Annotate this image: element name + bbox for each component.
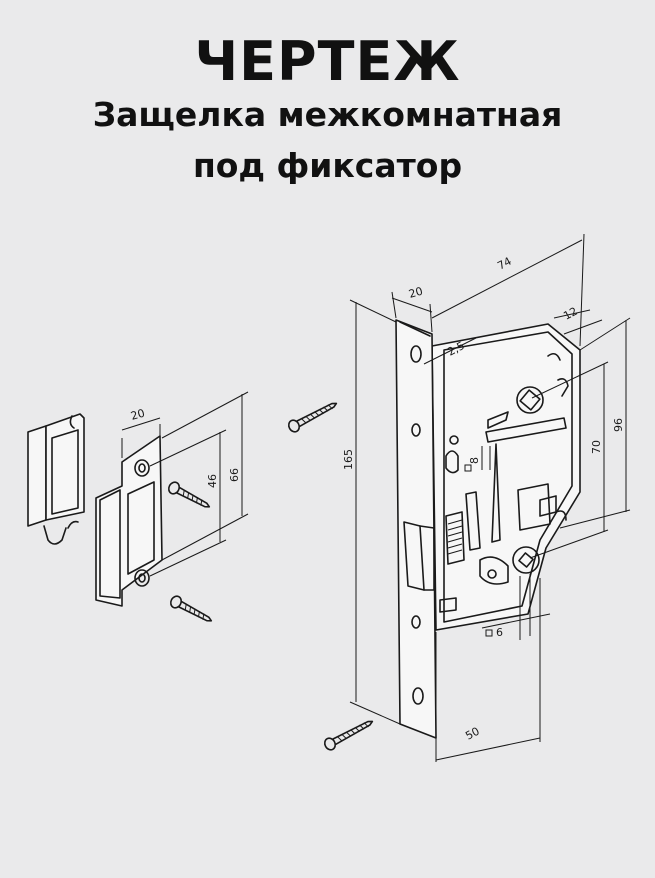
latch-body [431, 323, 581, 631]
dim-faceplate-width: 20 [407, 285, 424, 301]
page-subtitle-line2: под фиксатор [192, 146, 463, 185]
latch-faceplate [395, 319, 437, 739]
strike-plate [95, 435, 163, 607]
strike-dimensions: 20 46 66 [121, 391, 249, 577]
dim-backset: 50 [463, 725, 481, 743]
dim-spindle-8: 8 [468, 457, 481, 464]
page-subtitle-line1: Защелка межкомнатная [92, 95, 563, 134]
square-spindle-icon [464, 464, 472, 472]
square-fixator-icon [485, 629, 493, 637]
strike-box [27, 413, 85, 545]
dim-strike-width: 20 [129, 407, 146, 423]
dim-body-height: 96 [612, 418, 625, 432]
dim-fixator-6: 6 [496, 626, 503, 639]
strike-screw-bottom [169, 595, 213, 622]
page-title: ЧЕРТЕЖ [194, 30, 461, 93]
dim-total-depth: 74 [495, 255, 513, 273]
dim-center-distance: 70 [590, 440, 603, 454]
latch-screw-bottom [323, 720, 374, 751]
dim-faceplate-height: 165 [342, 449, 355, 470]
strike-screw-top [167, 481, 211, 508]
dim-strike-height: 66 [228, 468, 241, 482]
dim-strike-holes: 46 [206, 474, 219, 488]
dim-small-offset: 12 [561, 305, 579, 323]
latch-screw-top [287, 402, 338, 433]
